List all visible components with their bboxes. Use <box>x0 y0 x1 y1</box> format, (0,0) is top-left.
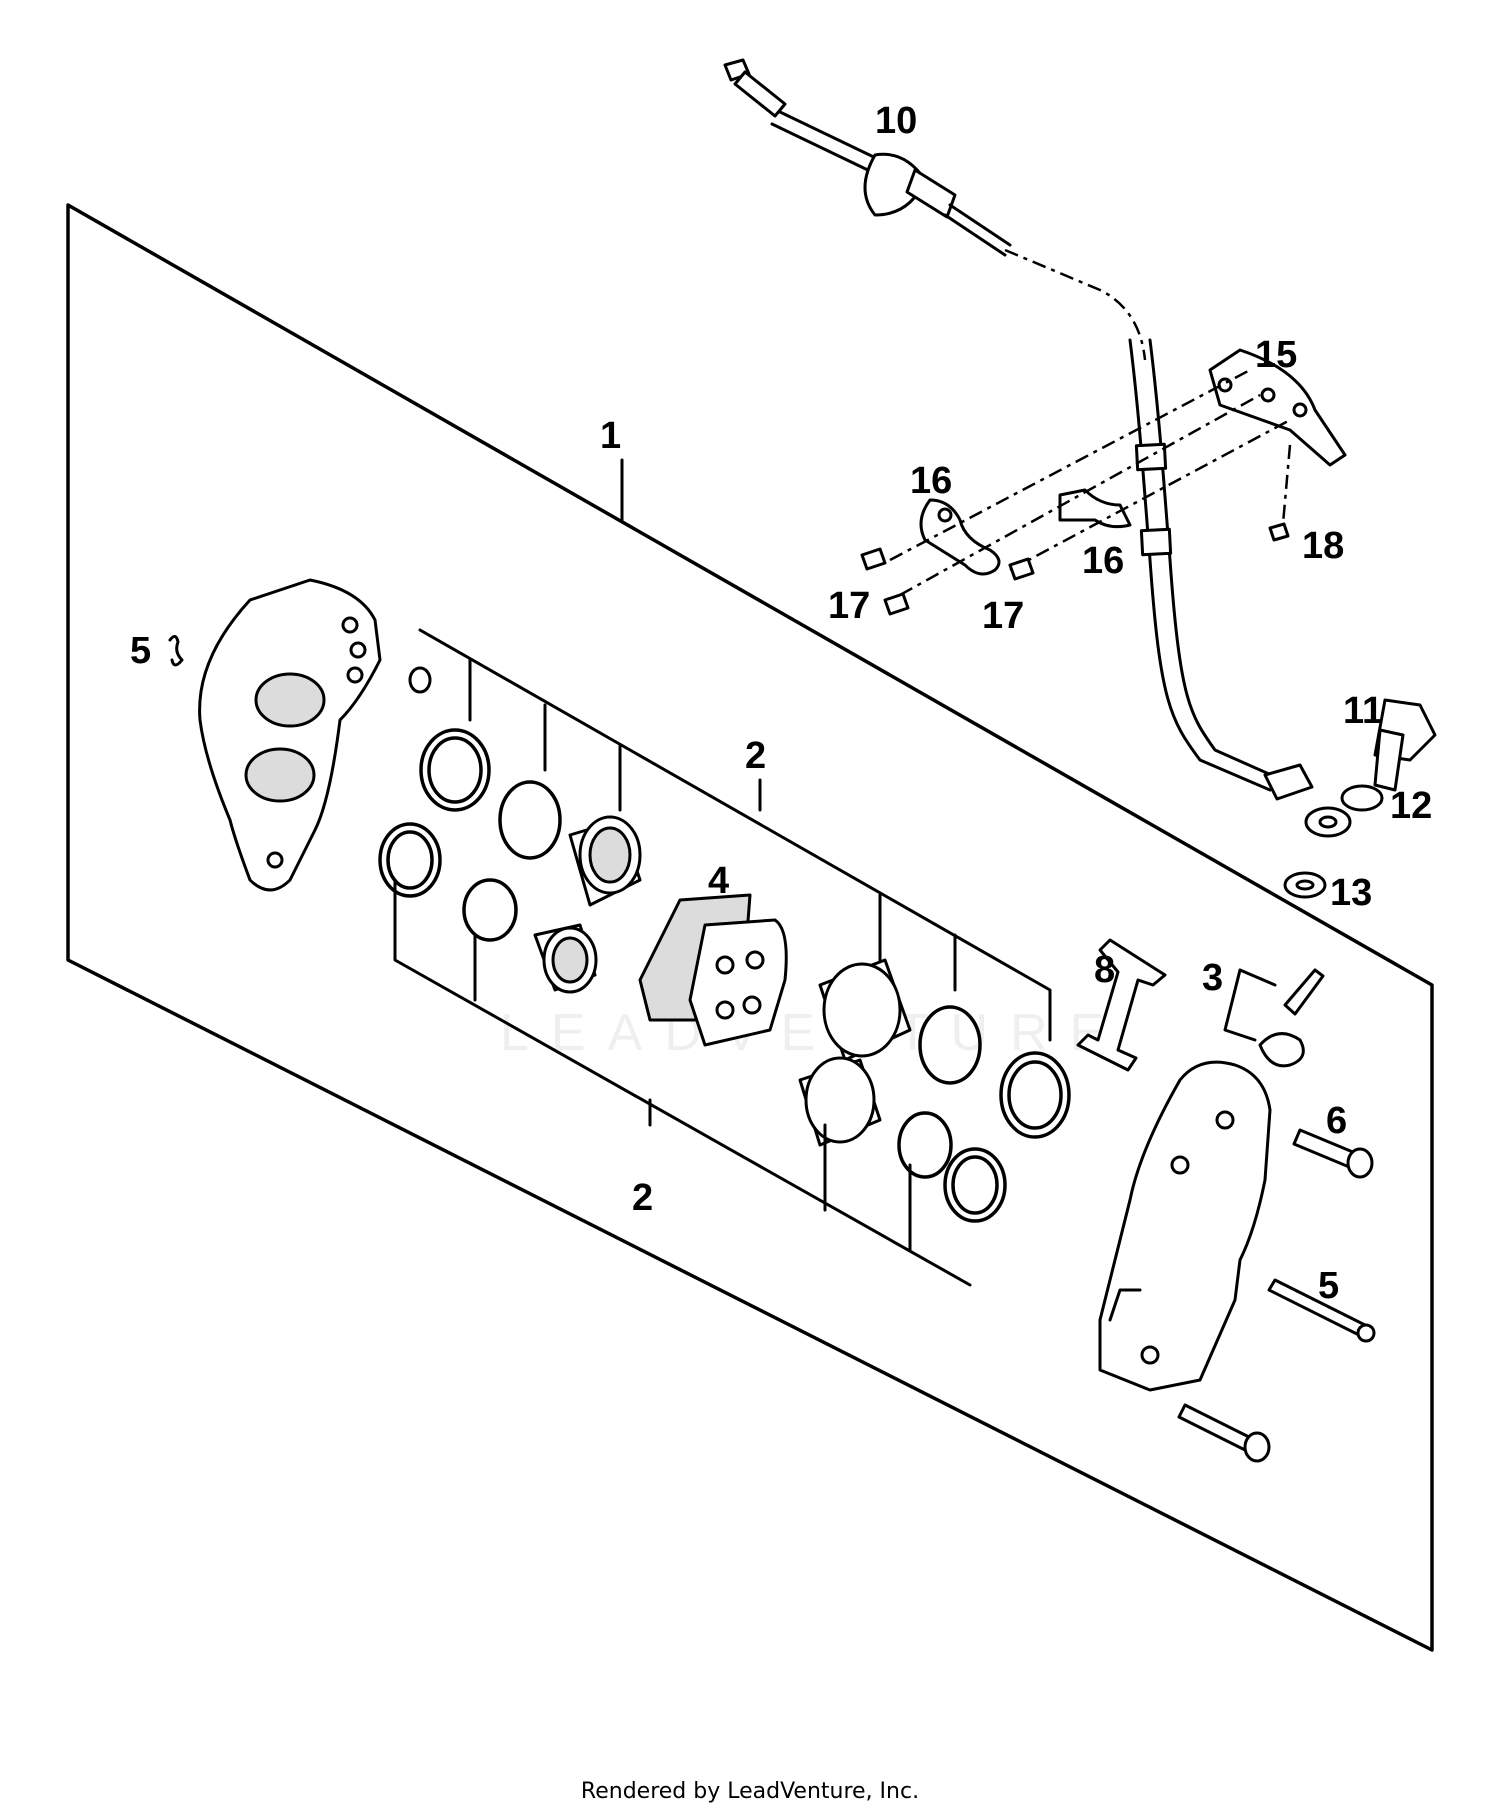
hose-clamp-right-part <box>1058 488 1132 529</box>
callout-1: 1 <box>600 415 621 457</box>
washer-upper-part <box>1340 784 1384 812</box>
callout-3: 3 <box>1202 957 1223 999</box>
pin-clip-part <box>168 635 184 667</box>
callout-16-right: 16 <box>1082 540 1124 582</box>
callout-17-right: 17 <box>982 595 1024 637</box>
callout-10: 10 <box>875 100 917 142</box>
caliper-half-left-part <box>198 578 382 892</box>
footer-credit: Rendered by LeadVenture, Inc. <box>581 1779 919 1804</box>
caliper-pin-part <box>1267 1278 1367 1337</box>
small-oring-part <box>408 666 432 694</box>
bleeder-valve-part <box>1223 968 1325 1068</box>
brake-pads-part <box>638 893 788 1047</box>
piston-seal-group <box>378 628 1071 1287</box>
callout-13: 13 <box>1330 872 1372 914</box>
callout-5-left: 5 <box>130 630 151 672</box>
callout-6: 6 <box>1326 1100 1347 1142</box>
callout-8: 8 <box>1094 949 1115 991</box>
callout-4: 4 <box>708 860 729 902</box>
callout-17-left: 17 <box>828 585 870 627</box>
caliper-mount-bolt-part <box>1177 1403 1257 1454</box>
banjo-bolt-part <box>1373 698 1437 792</box>
assembly-frame <box>66 203 1434 1652</box>
caliper-half-right-part <box>1098 1060 1272 1392</box>
callout-18: 18 <box>1302 525 1344 567</box>
clamp-bolt-parts <box>860 522 1290 616</box>
watermark-text: LEADVENTURE <box>500 1004 1126 1062</box>
callout-12: 12 <box>1390 785 1432 827</box>
pad-spring-part <box>1076 938 1167 1072</box>
callout-2-upper: 2 <box>745 735 766 777</box>
hose-bracket-part <box>1208 348 1347 467</box>
callout-16-left: 16 <box>910 460 952 502</box>
callout-5-right: 5 <box>1318 1265 1339 1307</box>
brake-hose-part <box>723 58 1352 838</box>
callout-15: 15 <box>1255 334 1297 376</box>
callout-11: 11 <box>1343 690 1383 732</box>
callout-2-lower: 2 <box>632 1177 653 1219</box>
